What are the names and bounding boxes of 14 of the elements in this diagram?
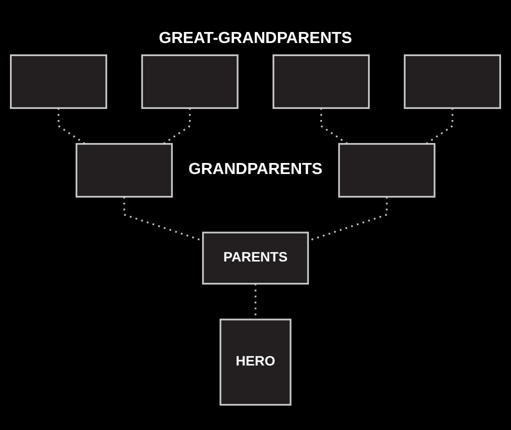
node-box — [272, 54, 370, 109]
connector — [162, 108, 191, 145]
node-box — [404, 54, 502, 109]
connector — [425, 108, 454, 145]
row-label: GRANDPARENTS — [188, 161, 322, 180]
node-box: PARENTS — [202, 232, 309, 285]
row-label: GREAT-GRANDPARENTS — [158, 30, 352, 48]
node-box: HERO — [220, 318, 292, 406]
node-box — [338, 143, 436, 198]
node-box — [141, 54, 238, 109]
connector — [58, 108, 86, 145]
connector — [320, 108, 348, 145]
node-box — [76, 143, 173, 198]
node-box — [10, 54, 108, 109]
